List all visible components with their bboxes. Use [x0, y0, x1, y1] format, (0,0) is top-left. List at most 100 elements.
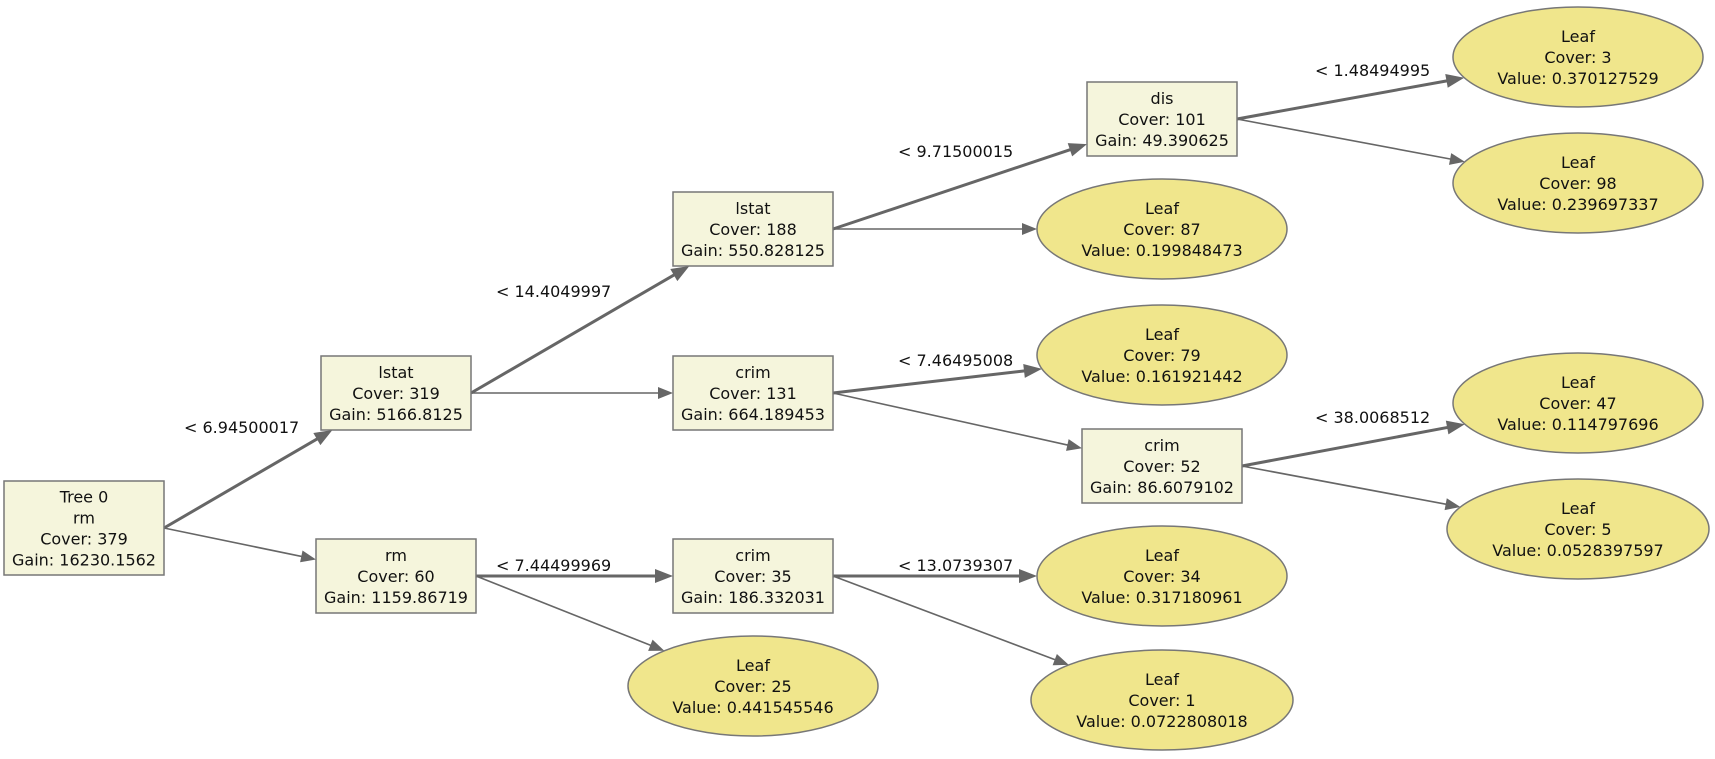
- leaf-ellipse: [627, 635, 879, 737]
- edges-layer: < 6.94500017 < 14.4049997 < 7.44499969 < 9.…: [163, 61, 1465, 666]
- node-line: Value: 0.199848473: [1081, 241, 1242, 260]
- edge-label: < 1.48494995: [1315, 61, 1430, 80]
- node-line: Value: 0.317180961: [1081, 588, 1242, 607]
- node-line: lstat: [735, 199, 770, 218]
- node-line: crim: [1144, 436, 1179, 455]
- node-line: Value: 0.441545546: [672, 698, 833, 717]
- node-line: Leaf: [1145, 199, 1179, 218]
- node-line: Cover: 101: [1118, 110, 1206, 129]
- node-line: Cover: 98: [1539, 174, 1616, 193]
- node-line: Value: 0.0528397597: [1492, 541, 1663, 560]
- node-line: Cover: 47: [1539, 394, 1616, 413]
- node-line: rm: [385, 546, 407, 565]
- edge-n7-n13: [1236, 79, 1449, 121]
- node-line: Cover: 131: [709, 384, 797, 403]
- edge-label: < 14.4049997: [496, 282, 611, 301]
- node-line: Cover: 1: [1128, 691, 1195, 710]
- node-line: Value: 0.239697337: [1497, 195, 1658, 214]
- arrowhead-n7-n13: [1445, 74, 1465, 88]
- edge-n5-n12: [832, 575, 1057, 661]
- arrowhead-n10-n16: [1444, 498, 1461, 511]
- arrowhead-n0-n2: [300, 550, 316, 563]
- node-line: Gain: 16230.1562: [12, 551, 156, 570]
- node-line: dis: [1151, 89, 1174, 108]
- leaf-ellipse: [1036, 525, 1288, 627]
- node-line: Value: 0.161921442: [1081, 367, 1242, 386]
- node-line: Leaf: [1145, 546, 1179, 565]
- node-line: Cover: 319: [352, 384, 440, 403]
- split-box: [315, 538, 477, 614]
- arrowhead-n7-n14: [1448, 153, 1465, 165]
- node-line: Leaf: [1561, 373, 1595, 392]
- arrowhead-n1-n3: [670, 266, 690, 282]
- leaf-ellipse: [1452, 6, 1704, 108]
- arrowhead-n4-n10: [1066, 439, 1082, 451]
- edge-label: < 13.0739307: [898, 556, 1013, 575]
- node-line: Gain: 664.189453: [681, 405, 825, 424]
- node-line: crim: [735, 546, 770, 565]
- edge-n10-n15: [1241, 425, 1450, 468]
- edge-n7-n14: [1236, 118, 1452, 161]
- edge-n1-n3: [470, 272, 677, 395]
- split-box: [1086, 81, 1238, 157]
- node-line: Cover: 3: [1544, 48, 1611, 67]
- leaf-ellipse: [1446, 478, 1710, 580]
- node-line: Cover: 34: [1123, 567, 1200, 586]
- split-box: [672, 355, 834, 431]
- node-line: Leaf: [1561, 153, 1595, 172]
- edge-label: < 38.0068512: [1315, 408, 1430, 427]
- node-line: Gain: 550.828125: [681, 241, 825, 260]
- node-line: Leaf: [1561, 27, 1595, 46]
- leaf-ellipse: [1036, 304, 1288, 406]
- node-line: Leaf: [1561, 499, 1595, 518]
- edge-label: < 7.46495008: [898, 351, 1013, 370]
- node-line: Cover: 25: [714, 677, 791, 696]
- leaf-ellipse: [1452, 132, 1704, 234]
- arrowhead-n4-n9: [1023, 363, 1042, 378]
- split-box: [320, 355, 472, 431]
- arrowhead-n3-n8: [1022, 223, 1037, 235]
- node-line: Cover: 60: [357, 567, 434, 586]
- node-line: Cover: 79: [1123, 346, 1200, 365]
- node-line: Cover: 188: [709, 220, 797, 239]
- node-line: lstat: [378, 363, 413, 382]
- edge-label: < 7.44499969: [496, 556, 611, 575]
- node-line: crim: [735, 363, 770, 382]
- node-line: Gain: 186.332031: [681, 588, 825, 607]
- arrowhead-n5-n12: [1052, 653, 1069, 666]
- node-line: Value: 0.370127529: [1497, 69, 1658, 88]
- leaf-ellipse: [1030, 649, 1294, 751]
- arrowhead-n1-n4: [658, 387, 673, 399]
- node-line: Cover: 35: [714, 567, 791, 586]
- edge-label: < 9.71500015: [898, 142, 1013, 161]
- leaf-ellipse: [1452, 352, 1704, 454]
- node-line: Gain: 5166.8125: [329, 405, 463, 424]
- arrowhead-n2-n5: [655, 569, 673, 583]
- edge-label: < 6.94500017: [184, 418, 299, 437]
- arrowhead-n10-n15: [1445, 420, 1465, 435]
- node-line: Tree 0: [59, 488, 109, 507]
- node-line: Leaf: [736, 656, 770, 675]
- edge-n2-n6: [475, 575, 653, 647]
- node-line: Gain: 49.390625: [1095, 131, 1229, 150]
- edge-n0-n1: [163, 436, 320, 530]
- node-line: Value: 0.0722808018: [1076, 712, 1247, 731]
- node-line: Leaf: [1145, 325, 1179, 344]
- arrowhead-n3-n7: [1067, 143, 1087, 157]
- leaf-ellipse: [1036, 178, 1288, 280]
